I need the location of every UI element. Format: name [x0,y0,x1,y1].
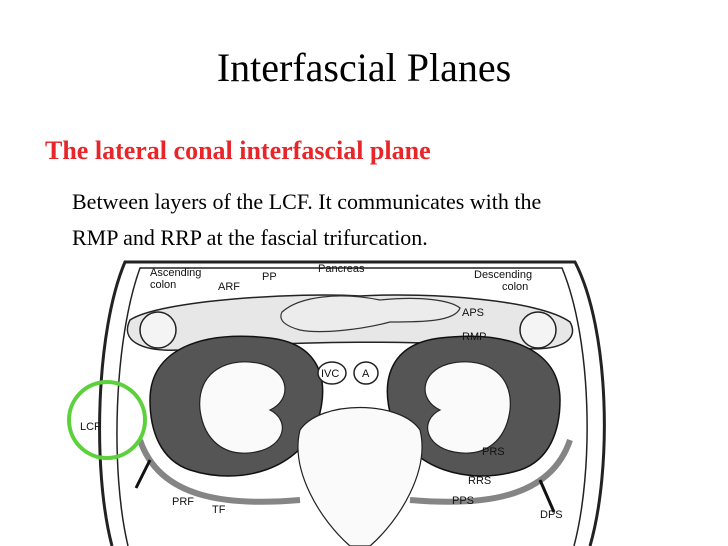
label-arf: ARF [218,281,240,293]
lcf-highlight-circle [67,380,147,460]
label-dps: DPS [540,509,563,521]
label-pancreas: Pancreas [318,263,365,275]
label-lcf: LCF [80,421,101,433]
posterior-renal-fascia-right [137,439,301,505]
label-pp: PP [262,271,277,283]
label-prf: PRF [172,496,194,508]
ascending-colon-shape [139,311,177,349]
ivc-shape [317,361,347,385]
label-descending-colon-1: Descending [474,269,532,281]
retroperitoneal-anatomy-diagram: Ascending colon ARF PP Pancreas Descendi… [67,260,606,546]
right-kidney [199,361,286,454]
aorta-shape [353,361,379,385]
body-line-1: Between layers of the LCF. It communicat… [72,189,542,214]
label-descending-colon-2: colon [502,281,528,293]
descending-colon-shape [519,311,557,349]
body-line-2: RMP and RRP at the fascial trifurcation. [72,225,428,250]
label-ivc: IVC [321,368,339,380]
body-wall-inner [116,267,588,546]
slide-subtitle: The lateral conal interfascial plane [45,136,431,165]
label-a: A [362,368,370,380]
label-prs: PRS [482,446,505,458]
slide-body-text: Between layers of the LCF. It communicat… [72,184,702,256]
slide-title: Interfascial Planes [216,45,512,90]
left-kidney [424,361,511,454]
label-rmp: RMP [462,331,486,343]
label-ascending-colon-2: colon [150,279,176,291]
label-pps: PPS [452,495,474,507]
posterior-renal-fascia-left [409,439,573,505]
spine-and-psoas [297,407,423,546]
prf-arrow-icon [134,459,152,489]
label-rrs: RRS [468,475,491,487]
label-aps: APS [462,307,484,319]
pancreas-shape [280,295,461,333]
label-tf: TF [212,504,226,516]
dps-arrow-icon [538,479,556,513]
label-ascending-colon-1: Ascending [150,267,201,279]
